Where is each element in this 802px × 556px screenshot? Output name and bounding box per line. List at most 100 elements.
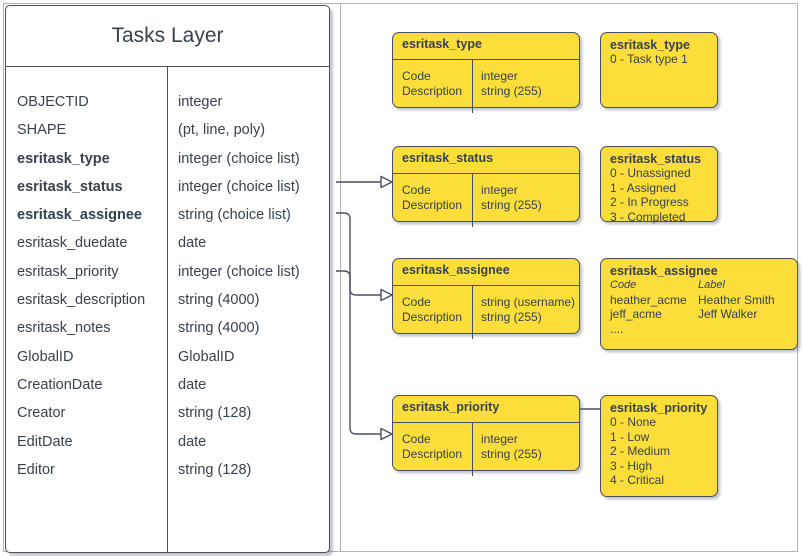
domain-def-status-fields: Code Description [402,183,462,212]
def-type-description: string (255) [481,309,542,324]
domain-def-type-types: integer string (255) [481,69,542,98]
domain-def-assignee[interactable]: esritask_assignee Code Description strin… [392,258,580,339]
domain-values-assignee-title: esritask_assignee [610,264,718,278]
field-name: esritask_duedate [17,235,128,252]
field-type: integer (choice list) [178,150,300,167]
table-row: esritask_notes string (4000) [6,320,329,348]
domain-def-priority-fields: Code Description [402,432,462,461]
table-row: OBJECTID integer [6,94,329,122]
domain-def-priority[interactable]: esritask_priority Code Description integ… [392,395,580,476]
field-name: esritask_status [17,178,123,195]
def-divider [472,174,473,227]
def-type-code: integer [481,69,518,83]
def-field-code: Code [402,69,431,83]
field-name: esritask_notes [17,320,111,337]
domain-def-status-title: esritask_status [393,147,579,174]
domain-def-type-body: Code Description integer string (255) [393,60,579,113]
list-item: 1 - Assigned [610,180,677,195]
def-type-description: string (255) [481,83,542,98]
def-field-description: Description [402,83,463,98]
assignee-code: heather_acme [610,292,687,307]
domain-values-type[interactable]: esritask_type 0 - Task type 1 [600,32,718,108]
table-row: esritask_duedate date [6,235,329,263]
domain-def-type-fields: Code Description [402,69,462,98]
assignee-label: Jeff Walker [698,307,758,321]
domain-values-assignee[interactable]: esritask_assignee Code Label heather_acm… [600,258,798,350]
domain-def-status[interactable]: esritask_status Code Description integer… [392,146,580,227]
field-type: string (4000) [178,292,260,309]
def-type-description: string (255) [481,197,542,212]
list-item: 3 - High [610,458,653,473]
table-row: SHAPE (pt, line, poly) [6,122,329,150]
field-type: string (128) [178,405,252,422]
table-row: heather_acme Heather Smith [610,293,797,308]
assignee-code: .... [610,321,624,336]
domain-def-type-title: esritask_type [393,33,579,60]
field-type: (pt, line, poly) [178,122,266,139]
def-divider [472,60,473,113]
page-title: Tasks Layer [6,6,329,67]
table-row: esritask_type integer (choice list) [6,151,329,179]
field-type: date [178,235,207,252]
table-row: esritask_description string (4000) [6,292,329,320]
field-name: esritask_assignee [17,207,142,224]
list-item: 3 - Completed [610,209,686,224]
field-type: string (4000) [178,320,260,337]
field-name: esritask_description [17,292,146,309]
def-type-code: integer [481,183,518,197]
list-item: 0 - Task type 1 [610,52,688,66]
domain-def-status-body: Code Description integer string (255) [393,174,579,227]
assignee-rows: heather_acme Heather Smith jeff_acme Jeff W… [610,293,797,337]
field-name: esritask_type [17,150,110,167]
def-type-code: integer [481,432,518,446]
def-divider [472,423,473,476]
def-field-code: Code [402,432,431,446]
domain-values-type-list: 0 - Task type 1 [601,52,717,67]
domain-def-assignee-types: string (username) string (255) [481,295,575,324]
table-header-row: Code Label [610,278,797,293]
domain-def-priority-types: integer string (255) [481,432,542,461]
field-type: date [178,433,207,450]
def-field-description: Description [402,309,463,324]
field-type: GlobalID [178,348,235,365]
domain-values-status-title: esritask_status [610,152,702,166]
list-item: 0 - None [610,415,657,429]
assignee-code: jeff_acme [610,307,662,321]
list-item: 4 - Critical [610,473,665,487]
table-row: jeff_acme Jeff Walker [610,307,797,322]
field-type: string (choice list) [178,207,291,224]
field-type: integer (choice list) [178,263,300,280]
domain-values-priority-title: esritask_priority [610,401,708,415]
domain-def-type[interactable]: esritask_type Code Description integer s… [392,32,580,113]
def-field-description: Description [402,446,463,461]
list-item: 0 - Unassigned [610,166,691,180]
list-item: 2 - In Progress [610,195,689,209]
field-type: date [178,376,207,393]
def-type-code: string (username) [481,295,576,309]
table-row: esritask_assignee string (choice list) [6,207,329,235]
field-type: integer [178,94,223,110]
assignee-label: Heather Smith [698,292,775,307]
field-name: OBJECTID [17,94,89,110]
domain-def-priority-title: esritask_priority [393,396,579,423]
domain-def-assignee-title: esritask_assignee [393,259,579,286]
def-divider [472,286,473,339]
domain-def-assignee-body: Code Description string (username) strin… [393,286,579,339]
table-row: .... [610,322,797,337]
domain-def-priority-body: Code Description integer string (255) [393,423,579,476]
field-name: SHAPE [17,122,67,139]
